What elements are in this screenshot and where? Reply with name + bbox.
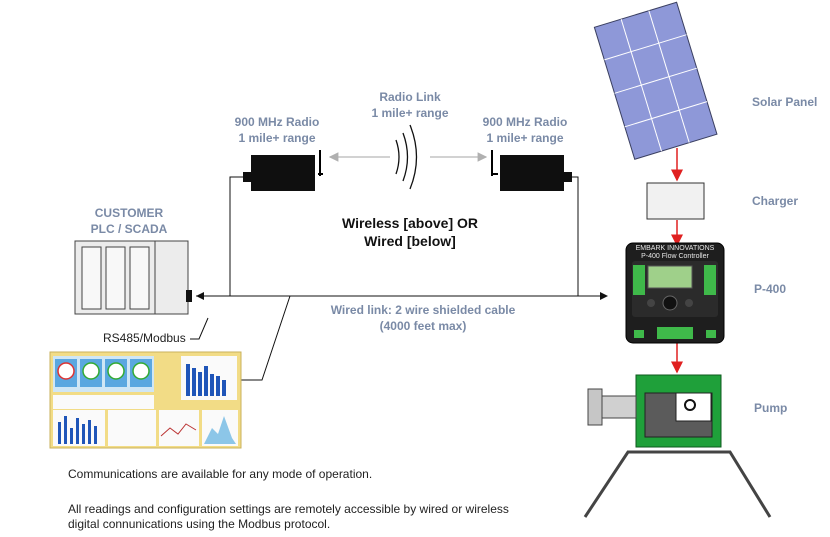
left-radio-title: 900 MHz Radio (234, 115, 320, 129)
right-radio-title: 900 MHz Radio (482, 115, 568, 129)
p400-label: P-400 (754, 282, 787, 296)
left-radio-range: 1 mile+ range (238, 131, 316, 145)
wireless-or-wired-label: Wireless [above] OR Wired [below] (330, 214, 490, 250)
controller-brand-text: EMBARK INNOVATIONS (635, 245, 715, 252)
plc-scada-title: PLC / SCADA (90, 222, 168, 236)
pump-icon (583, 374, 772, 518)
wired-link-left-arrowhead (196, 292, 204, 300)
customer-plc-label: CUSTOMER PLC / SCADA (64, 205, 194, 237)
radio-waves-icon (395, 124, 418, 190)
radio-link-title: Radio Link (379, 90, 441, 104)
solar-panel-label: Solar Panel (752, 95, 818, 109)
wired-link-label: Wired link: 2 wire shielded cable (4000 … (318, 302, 528, 334)
wired-link-max: (4000 feet max) (379, 319, 467, 333)
radio-link-label: Radio Link 1 mile+ range (360, 89, 460, 121)
scada-dashboard-image (49, 351, 242, 449)
right-radio-range: 1 mile+ range (486, 131, 564, 145)
p400-controller-icon (625, 242, 725, 344)
charger-box (646, 182, 705, 220)
left-radio-icon (243, 150, 323, 191)
plc-icon (74, 240, 192, 315)
note-communications: Communications are available for any mod… (68, 467, 373, 481)
radio-link-range: 1 mile+ range (371, 106, 449, 120)
rs485-modbus-label: RS485/Modbus (103, 331, 186, 345)
controller-model-text: P-400 Flow Controller (641, 253, 709, 260)
wiring-lines (190, 176, 608, 381)
wired-line: Wired [below] (364, 233, 456, 249)
wireless-line: Wireless [above] OR (341, 215, 479, 231)
right-radio-label: 900 MHz Radio 1 mile+ range (470, 114, 580, 146)
solar-panel-icon (593, 1, 718, 160)
right-radio-icon (491, 150, 572, 191)
customer-title: CUSTOMER (94, 206, 164, 220)
wired-link-title: Wired link: 2 wire shielded cable (330, 303, 516, 317)
note-modbus-access: All readings and configuration settings … (68, 502, 509, 531)
pump-label: Pump (754, 401, 788, 415)
charger-label: Charger (752, 194, 799, 208)
left-radio-label: 900 MHz Radio 1 mile+ range (222, 114, 332, 146)
